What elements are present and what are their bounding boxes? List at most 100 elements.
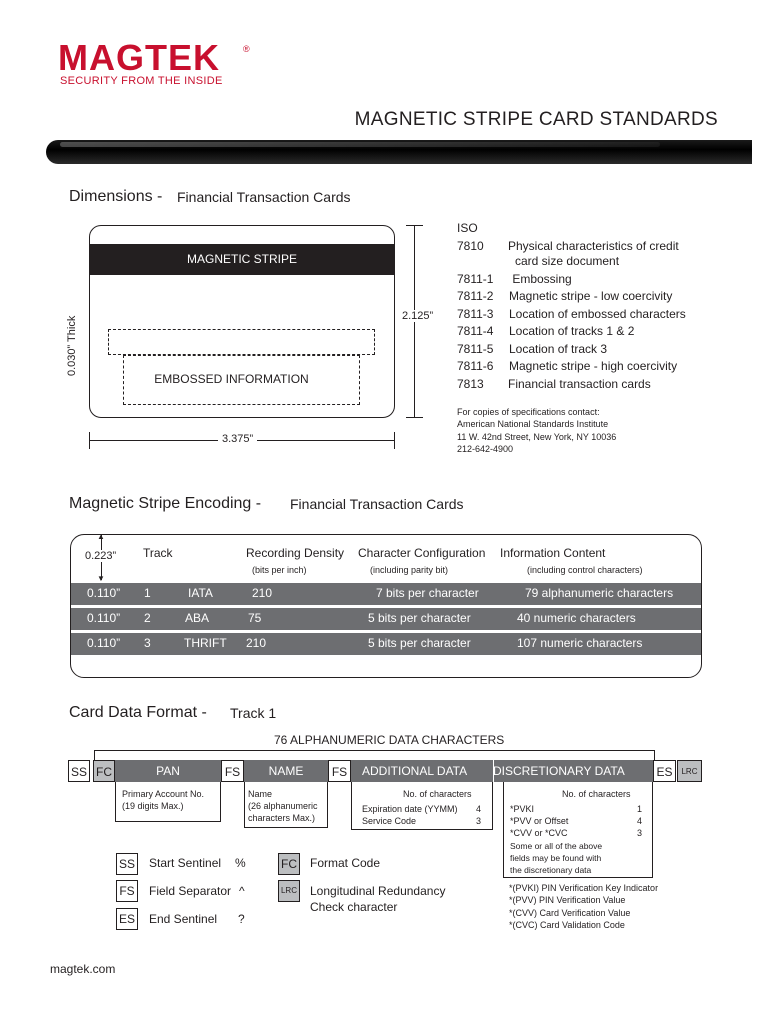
contact-line: 212-642-4900 xyxy=(457,444,514,454)
col-header-config: Character Configuration xyxy=(358,546,486,560)
encoding-heading: Magnetic Stripe Encoding - xyxy=(69,495,262,512)
legend-lrc-box: LRC xyxy=(278,880,300,902)
track-number: 2 xyxy=(144,611,151,625)
width-label: 3.375” xyxy=(218,433,258,445)
iso-desc: Location of track 3 xyxy=(509,342,608,356)
cell-name: NAME xyxy=(244,760,328,782)
footer-url[interactable]: magtek.com xyxy=(50,962,116,976)
pan-note-box xyxy=(115,782,221,822)
iso-code: 7810 xyxy=(457,239,484,253)
iso-code: 7811-2 xyxy=(457,289,494,303)
iso-code: 7811-5 xyxy=(457,342,494,356)
cell-fs: FS xyxy=(221,760,244,782)
cell-additional-data: ADDITIONAL DATA xyxy=(351,760,493,782)
encoding-subheading: Financial Transaction Cards xyxy=(290,496,464,512)
note-count: 3 xyxy=(476,816,482,826)
height-label: 2.125” xyxy=(400,310,436,322)
note-label: *PVKI xyxy=(510,804,535,814)
note-count: 4 xyxy=(637,816,643,826)
legend-fs-symbol: ^ xyxy=(239,884,245,898)
span-label: 76 ALPHANUMERIC DATA CHARACTERS xyxy=(274,733,505,747)
track-width: 0.110” xyxy=(87,636,121,650)
track-density: 75 xyxy=(248,611,262,625)
encoding-table xyxy=(70,534,702,678)
footnote: *(CVC) Card Validation Code xyxy=(509,920,625,930)
note-label: *PVV or Offset xyxy=(510,816,569,826)
additional-data-note-box xyxy=(351,782,493,830)
legend-lrc-label-continued: Check character xyxy=(310,900,398,914)
col-header-density: Recording Density xyxy=(246,546,345,560)
col-header-content: Information Content xyxy=(500,546,606,560)
name-note-box xyxy=(244,782,328,828)
pan-note-line: Primary Account No. xyxy=(122,789,205,799)
cell-discretionary-data: DISCRETIONARY DATA xyxy=(493,760,653,782)
footnote: *(PVV) PIN Verification Value xyxy=(509,895,626,905)
col-subheader-content: (including control characters) xyxy=(527,565,643,575)
embossing-area-outline xyxy=(108,329,375,355)
cell-lrc: LRC xyxy=(677,760,702,782)
iso-desc: Magnetic stripe - high coercivity xyxy=(509,359,678,373)
format-heading: Card Data Format - xyxy=(69,704,207,721)
width-tick-right xyxy=(394,432,395,449)
note-count: 1 xyxy=(637,804,643,814)
registered-mark: ® xyxy=(243,44,250,54)
footnote: *(PVKI) PIN Verification Key Indicator xyxy=(509,883,659,893)
note-col-header: No. of characters xyxy=(562,789,631,799)
height-tick-bottom xyxy=(406,417,423,418)
track-name: IATA xyxy=(188,586,213,600)
cell-pan: PAN xyxy=(115,760,221,782)
iso-desc: Location of tracks 1 & 2 xyxy=(509,324,635,338)
embossed-info-label: EMBOSSED INFORMATION xyxy=(154,372,309,386)
legend-fs-label: Field Separator xyxy=(149,884,232,898)
track-width: 0.110” xyxy=(87,611,121,625)
legend-fs-box: FS xyxy=(116,880,138,902)
note-extra-line: the discretionary data xyxy=(510,865,592,875)
dimensions-subheading: Financial Transaction Cards xyxy=(177,189,351,205)
name-note-line: (26 alphanumeric xyxy=(248,801,318,811)
col-header-track: Track xyxy=(143,546,173,560)
cell-divider xyxy=(493,760,494,782)
track-name: ABA xyxy=(185,611,210,625)
name-note-line: Name xyxy=(248,789,273,799)
iso-code: 7811-3 xyxy=(457,307,494,321)
note-count: 4 xyxy=(476,804,482,814)
discretionary-note-box xyxy=(503,782,653,878)
col-subheader-density: (bits per inch) xyxy=(252,565,307,575)
cell-fs: FS xyxy=(328,760,351,782)
magtek-logo: MAGTEK xyxy=(58,37,220,78)
thickness-label: 0.030” Thick xyxy=(66,315,78,376)
contact-line: 11 W. 42nd Street, New York, NY 10036 xyxy=(457,432,617,442)
note-label: Service Code xyxy=(362,816,417,826)
legend-fc-label: Format Code xyxy=(310,856,381,870)
magnetic-stripe: MAGNETIC STRIPE xyxy=(89,244,395,275)
span-bracket xyxy=(94,750,655,760)
contact-line: American National Standards Institute xyxy=(457,419,609,429)
track-width: 0.110” xyxy=(87,586,121,600)
cell-fc: FC xyxy=(93,760,115,782)
cell-ss: SS xyxy=(68,760,90,782)
iso-code: 7811-6 xyxy=(457,359,494,373)
logo-tagline: SECURITY FROM THE INSIDE xyxy=(60,75,223,87)
iso-desc: Financial transaction cards xyxy=(508,377,651,391)
note-extra-line: Some or all of the above xyxy=(510,841,603,851)
table-row: 0.110” 1 IATA 210 7 bits per character 7… xyxy=(71,583,701,605)
iso-desc: Embossing xyxy=(509,272,572,286)
note-label: Expiration date (YYMM) xyxy=(362,804,458,814)
iso-desc: Physical characteristics of credit xyxy=(508,239,679,253)
iso-desc-continued: card size document xyxy=(515,254,620,268)
iso-header: ISO xyxy=(457,221,478,235)
track-content: 40 numeric characters xyxy=(517,611,636,625)
col-subheader-config: (including parity bit) xyxy=(370,565,449,575)
note-col-header: No. of characters xyxy=(403,789,472,799)
track-name: THRIFT xyxy=(184,636,227,650)
note-count: 3 xyxy=(637,828,643,838)
track-number: 3 xyxy=(144,636,151,650)
width-tick-left xyxy=(89,432,90,449)
title-bar-highlight xyxy=(60,142,660,147)
legend-ss-label: Start Sentinel xyxy=(149,856,222,870)
format-subheading: Track 1 xyxy=(230,705,277,721)
legend-ss-box: SS xyxy=(116,853,138,875)
embossed-info-area xyxy=(123,355,360,405)
contact-line: For copies of specifications contact: xyxy=(457,407,600,417)
offset-label: 0.223” xyxy=(83,550,119,562)
